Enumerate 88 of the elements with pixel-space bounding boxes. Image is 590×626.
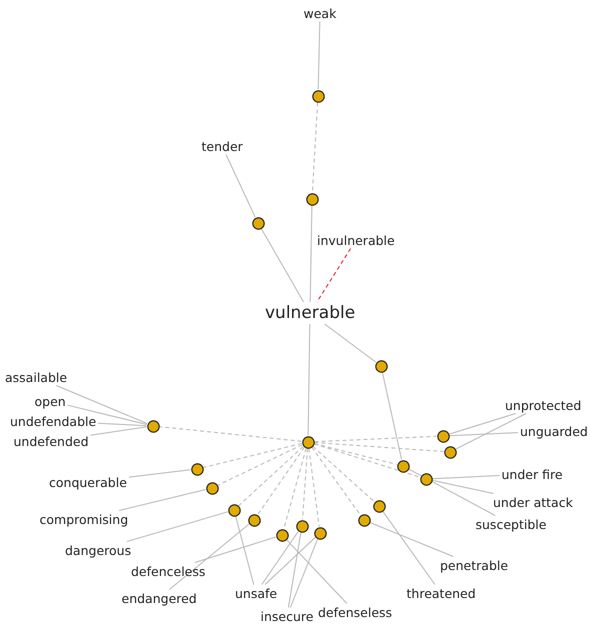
connector-line [308, 448, 320, 528]
connector-line [118, 489, 206, 511]
connector-line [56, 385, 148, 424]
word-label: under attack [491, 494, 575, 510]
node-dot [228, 504, 240, 516]
word-label: susceptible [474, 516, 548, 532]
connector-line [98, 422, 147, 426]
word-label: unprotected [503, 396, 584, 414]
connector-line [126, 511, 228, 542]
connector-line [449, 432, 518, 436]
connector-line [310, 205, 312, 302]
node-dot [306, 192, 318, 206]
connector-line [382, 510, 436, 585]
connector-line [90, 426, 148, 436]
connector-line [283, 448, 307, 530]
connector-line [257, 446, 305, 516]
node-dot [190, 462, 204, 476]
connector-line [324, 324, 376, 363]
connector-line [217, 444, 303, 486]
connector-line [314, 442, 444, 452]
connector-line [235, 516, 254, 585]
connector-line [264, 536, 316, 585]
connector-line [290, 538, 318, 608]
word-label: weak [302, 4, 338, 22]
connector-line [238, 446, 304, 506]
connector-line [302, 448, 308, 520]
connector-line [316, 248, 352, 302]
word-label: assailable [3, 368, 70, 386]
connector-line [432, 475, 500, 480]
node-dot [372, 500, 386, 512]
connector-line [312, 446, 375, 502]
node-dot [358, 514, 370, 526]
connector-line [159, 426, 302, 442]
connector-line [448, 413, 516, 435]
word-label: defenceless [129, 562, 208, 580]
node-dot [146, 420, 160, 432]
node-dot [314, 526, 326, 540]
word-label: under fire [500, 466, 565, 482]
connector-line [408, 468, 496, 516]
connector-line [311, 446, 361, 516]
word-label: unguarded [518, 422, 590, 440]
node-dot [296, 520, 308, 532]
connector-line [382, 372, 402, 460]
node-dot [206, 482, 218, 494]
node-dot [444, 446, 456, 458]
connector-line [432, 480, 494, 494]
connector-line [318, 21, 320, 90]
word-label: unsafe [233, 584, 280, 602]
word-label: defenseless [316, 604, 394, 620]
connector-line [314, 436, 437, 442]
word-label: invulnerable [315, 232, 397, 248]
node-dot [436, 430, 450, 442]
connector-line [455, 413, 527, 450]
node-dot [420, 472, 432, 486]
connector-line [286, 539, 348, 604]
word-label: insecure [258, 608, 316, 624]
connector-line [314, 443, 420, 478]
connector-line [288, 532, 302, 608]
word-label: dangerous [63, 542, 134, 558]
connector-line [67, 404, 148, 425]
node-dot [276, 528, 288, 542]
word-label: undefendable [8, 412, 98, 430]
word-label: vulnerable [263, 302, 358, 324]
word-label: undefended [12, 432, 91, 450]
node-dot [396, 460, 410, 472]
connector-line [308, 324, 310, 436]
connector-line [202, 443, 302, 468]
node-dot [302, 436, 314, 448]
node-dot [312, 90, 324, 102]
connector-line [194, 536, 276, 563]
word-label: compromising [38, 510, 130, 528]
word-label: open [32, 392, 68, 410]
word-label: conquerable [47, 474, 129, 490]
node-dot [374, 360, 388, 372]
connector-line [261, 530, 299, 585]
node-dot [248, 514, 260, 526]
connector-line [168, 524, 250, 590]
connector-line [314, 443, 398, 465]
connector-line [226, 154, 256, 218]
word-label: endangered [120, 590, 199, 606]
connector-line [370, 522, 454, 557]
word-label: threatened [404, 584, 478, 602]
connector-line [260, 228, 304, 302]
connector-line [128, 469, 191, 478]
word-label: tender [200, 138, 245, 154]
connector-line [312, 102, 318, 193]
node-dot [252, 216, 264, 230]
word-label: penetrable [438, 556, 510, 574]
